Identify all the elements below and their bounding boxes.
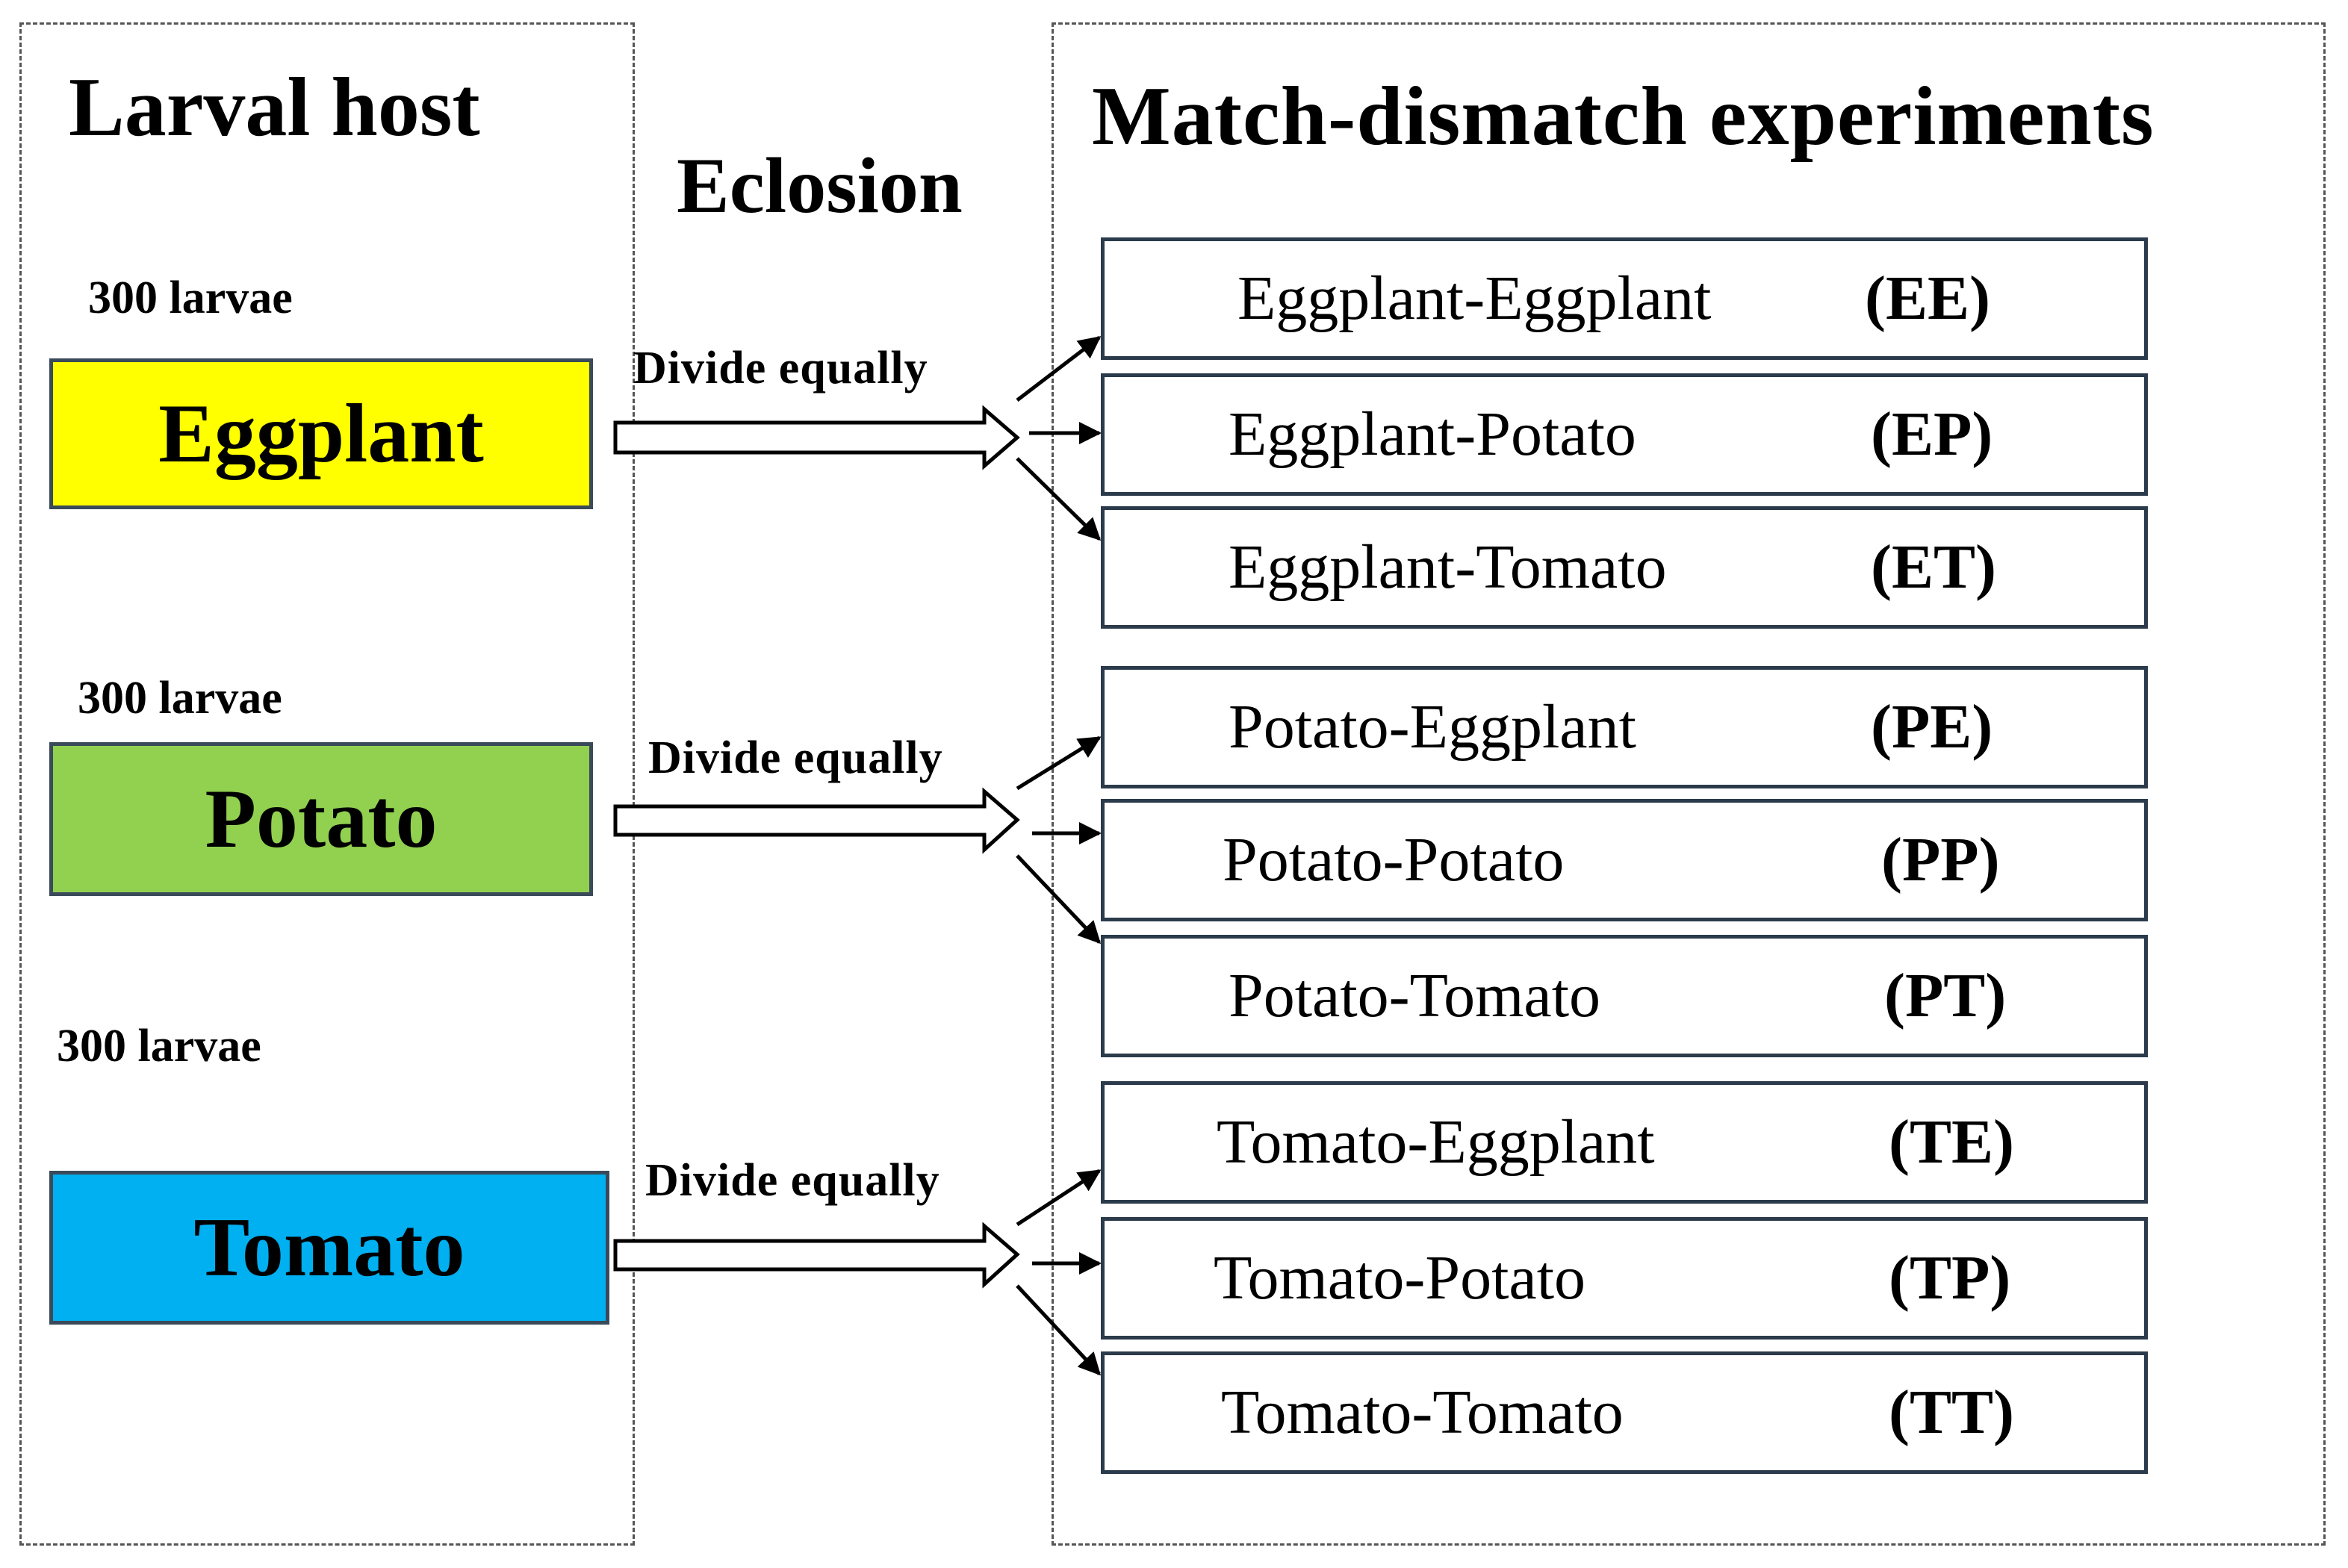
experiment-code: (EE) — [1865, 264, 1990, 333]
divide-label-tomato: Divide equally — [645, 1155, 940, 1206]
experiment-code: (TT) — [1889, 1378, 2014, 1447]
experiment-label: Eggplant-Tomato — [1229, 532, 1667, 602]
experiment-label: Tomato-Potato — [1214, 1243, 1586, 1313]
experiments-panel — [1052, 22, 2326, 1546]
experiments-heading: Match-dismatch experiments — [1092, 70, 2155, 163]
hollow-arrow-tomato — [613, 1222, 1020, 1289]
larvae-count-tomato: 300 larvae — [57, 1021, 261, 1071]
experiment-code: (PE) — [1871, 692, 1993, 762]
larvae-count-eggplant: 300 larvae — [88, 273, 293, 323]
host-label-potato: Potato — [205, 773, 438, 865]
experiment-label: Tomato-Tomato — [1221, 1378, 1624, 1447]
experiment-box-pt: Potato-Tomato (PT) — [1101, 935, 2148, 1057]
experiment-label: Potato-Potato — [1223, 825, 1565, 895]
split-arrow-te — [1016, 1169, 1102, 1227]
experiment-code: (TP) — [1889, 1243, 2011, 1313]
experiment-box-ee: Eggplant-Eggplant (EE) — [1101, 237, 2148, 360]
host-label-tomato: Tomato — [193, 1201, 465, 1294]
divide-label-potato: Divide equally — [648, 732, 943, 783]
experiment-code: (TE) — [1889, 1107, 2014, 1177]
larvae-count-potato: 300 larvae — [78, 673, 282, 724]
split-arrow-tt — [1016, 1284, 1102, 1376]
experiment-code: (PT) — [1884, 961, 2007, 1030]
experiment-code: (PP) — [1881, 825, 2000, 895]
experiment-label: Tomato-Eggplant — [1217, 1107, 1655, 1177]
experiment-box-te: Tomato-Eggplant (TE) — [1101, 1081, 2148, 1204]
experiment-code: (ET) — [1871, 532, 1996, 602]
experiment-label: Eggplant-Potato — [1229, 399, 1636, 469]
hollow-arrow-potato — [613, 787, 1020, 854]
split-arrow-ee — [1016, 336, 1102, 402]
host-box-tomato: Tomato — [49, 1171, 609, 1325]
larval-host-panel — [19, 22, 635, 1546]
experiment-label: Eggplant-Eggplant — [1237, 264, 1712, 333]
experiment-box-tt: Tomato-Tomato (TT) — [1101, 1351, 2148, 1474]
eclosion-heading: Eclosion — [677, 142, 963, 229]
host-label-eggplant: Eggplant — [158, 388, 484, 480]
experiment-code: (EP) — [1871, 399, 1993, 469]
experiment-box-tp: Tomato-Potato (TP) — [1101, 1217, 2148, 1340]
split-arrow-et — [1016, 457, 1102, 541]
host-box-potato: Potato — [49, 742, 593, 896]
split-arrow-pt — [1016, 854, 1102, 945]
split-arrow-pe — [1016, 735, 1102, 791]
host-box-eggplant: Eggplant — [49, 358, 593, 509]
experiment-box-ep: Eggplant-Potato (EP) — [1101, 373, 2148, 496]
divide-label-eggplant: Divide equally — [633, 343, 928, 393]
hollow-arrow-eggplant — [613, 405, 1020, 470]
experiment-box-pe: Potato-Eggplant (PE) — [1101, 666, 2148, 788]
experiment-label: Potato-Tomato — [1229, 961, 1601, 1030]
experiment-box-et: Eggplant-Tomato (ET) — [1101, 506, 2148, 629]
larval-host-heading: Larval host — [69, 61, 480, 154]
experiment-box-pp: Potato-Potato (PP) — [1101, 799, 2148, 921]
experiment-label: Potato-Eggplant — [1229, 692, 1636, 762]
